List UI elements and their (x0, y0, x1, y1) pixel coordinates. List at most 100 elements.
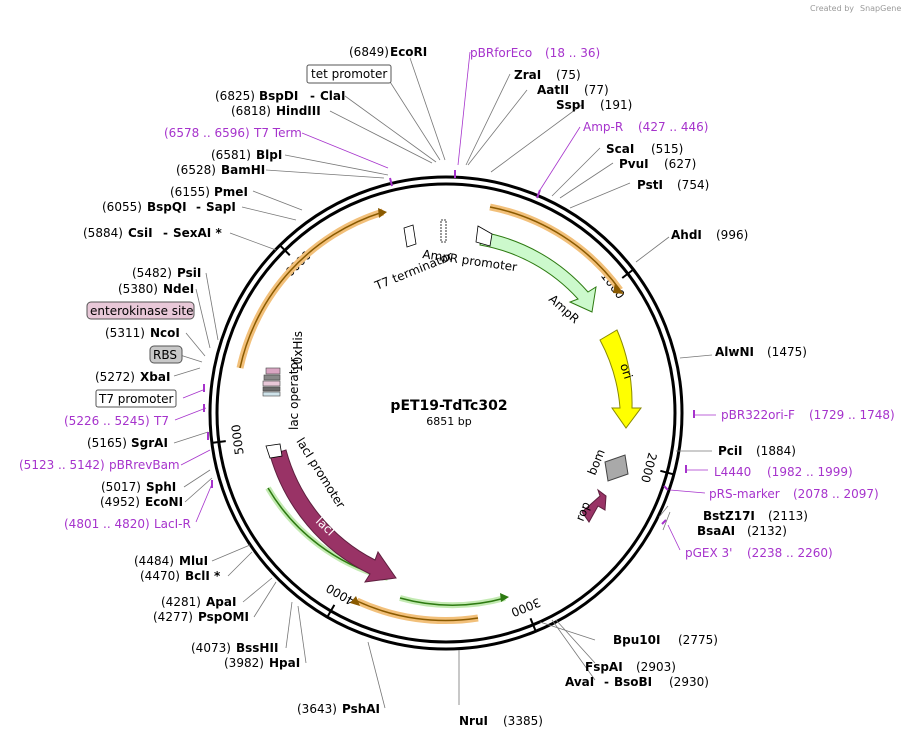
ecori-region-hatch (440, 219, 447, 243)
sphi-name: SphI (146, 480, 176, 494)
orange-feature-arcs (236, 203, 624, 625)
tick-label: 3000 (509, 595, 543, 620)
snapgene-logo-text: SnapGene (860, 4, 901, 13)
csii-pos: (5884) (83, 226, 123, 240)
fspai-name: FspAI (585, 660, 623, 674)
tet-promoter-box (306, 64, 392, 84)
tick-mark (211, 440, 226, 444)
bsshii-pos: (4073) (191, 641, 231, 655)
ahdi-pos: (996) (716, 228, 748, 242)
sexai-name: SexAI * (173, 226, 222, 240)
pbrforeco-name: pBRforEco (470, 46, 532, 60)
bspqi-name: BspQI (147, 200, 187, 214)
cassette-enterokinase (262, 380, 281, 387)
xbai-pos: (5272) (95, 370, 135, 384)
scai-name: ScaI (606, 142, 634, 156)
rbs-box (149, 345, 183, 364)
pbr322ori-f-name: pBR322ori-F (721, 408, 795, 422)
bspqi-pos: (6055) (102, 200, 142, 214)
blpi-name: BlpI (256, 148, 282, 162)
alwni-pos: (1475) (767, 345, 807, 359)
bsaai-pos: (2132) (747, 524, 787, 538)
pvui-name: PvuI (619, 157, 649, 171)
laci-arrow (269, 449, 397, 583)
bsshii-name: BssHII (236, 641, 278, 655)
rbs-label: RBS (153, 348, 177, 362)
csii-sep: - (163, 226, 168, 240)
pspomi-pos: (4277) (153, 610, 193, 624)
bsaai-name: BsaAI (697, 524, 735, 538)
tick-mark (621, 268, 634, 279)
blpi-pos: (6581) (211, 148, 251, 162)
orange-arc-amp-head (613, 283, 624, 294)
l4440-name: L4440 (714, 465, 751, 479)
laci-r-name: LacI-R (154, 517, 191, 531)
amp-r-name: Amp-R (583, 120, 623, 134)
aatii-name: AatII (537, 83, 569, 97)
bspqi-sep: - (196, 200, 201, 214)
ori-label: ori (617, 362, 635, 381)
bcli-name: BclI * (185, 569, 221, 583)
econi-pos: (4952) (100, 495, 140, 509)
prs-marker-name: pRS-marker (709, 487, 780, 501)
orange-arc-laci-left (236, 208, 385, 369)
tick-mark (326, 604, 336, 618)
backbone-inner-ring (215, 182, 677, 644)
aatii-pos: (77) (584, 83, 609, 97)
ndei-pos: (5380) (118, 282, 158, 296)
left-enzyme-labels: (6825) BspDI - ClaI (6818) HindIII (6578… (19, 89, 380, 716)
amp-r-range: (427 .. 446) (638, 120, 708, 134)
ampr-promoter-arrow (475, 225, 493, 247)
t7-promoter-label: T7 promoter (98, 392, 174, 406)
t7-primer-name: T7 (153, 414, 169, 428)
bsobi-name: BsoBI (614, 675, 652, 689)
pshai-pos: (3643) (297, 702, 337, 716)
credit-text: Created by (810, 4, 854, 13)
ecori-name: EcoRI (390, 45, 427, 59)
pcii-name: PciI (718, 444, 743, 458)
expression-cassette (262, 367, 281, 397)
econi-name: EcoNI (145, 495, 183, 509)
psii-name: PsiI (177, 266, 201, 280)
cassette-lac-op (262, 386, 281, 392)
bamhi-pos: (6528) (176, 163, 216, 177)
tick-mark (529, 617, 537, 632)
psti-name: PstI (637, 178, 663, 192)
sspi-pos: (191) (600, 98, 632, 112)
pbrforeco-range: (18 .. 36) (545, 46, 600, 60)
pbrrevbam-name: pBRrevBam (109, 458, 180, 472)
psti-pos: (754) (677, 178, 709, 192)
tick-label: 4000 (324, 581, 357, 608)
bspdi-pos: (6825) (215, 89, 255, 103)
pmei-pos: (6155) (170, 185, 210, 199)
laci-r-range: (4801 .. 4820) (64, 517, 150, 531)
t7-terminator-arrow (403, 224, 417, 248)
plasmid-size: 6851 bp (426, 415, 471, 428)
ecori-pos: (6849) (349, 45, 389, 59)
avai-sep: - (604, 675, 609, 689)
cassette-his (265, 367, 281, 375)
orange-arc-amp-line (489, 206, 621, 291)
clai-name: ClaI (320, 89, 345, 103)
bom-box (604, 454, 629, 482)
l4440-range: (1982 .. 1999) (767, 465, 853, 479)
bom-label: bom (585, 447, 608, 477)
green-feature-arcs (265, 486, 509, 609)
pbrrevbam-range: (5123 .. 5142) (19, 458, 105, 472)
sgrai-pos: (5165) (87, 436, 127, 450)
sapi-name: SapI (206, 200, 236, 214)
ncoi-pos: (5311) (105, 326, 145, 340)
pvui-pos: (627) (664, 157, 696, 171)
orange-arc-laci-left-line (239, 211, 384, 369)
cassette-rbs (263, 374, 281, 381)
ncoi-name: NcoI (150, 326, 180, 340)
nrui-name: NruI (459, 714, 488, 728)
ahdi-name: AhdI (671, 228, 702, 242)
pgex3-name: pGEX 3' (685, 546, 732, 560)
zrai-pos: (75) (556, 68, 581, 82)
orange-arc-bottom-head (350, 596, 360, 606)
hindiii-name: HindIII (276, 104, 321, 118)
his-tag-label: 10xHis (291, 331, 305, 372)
primer-markers (203, 170, 695, 525)
